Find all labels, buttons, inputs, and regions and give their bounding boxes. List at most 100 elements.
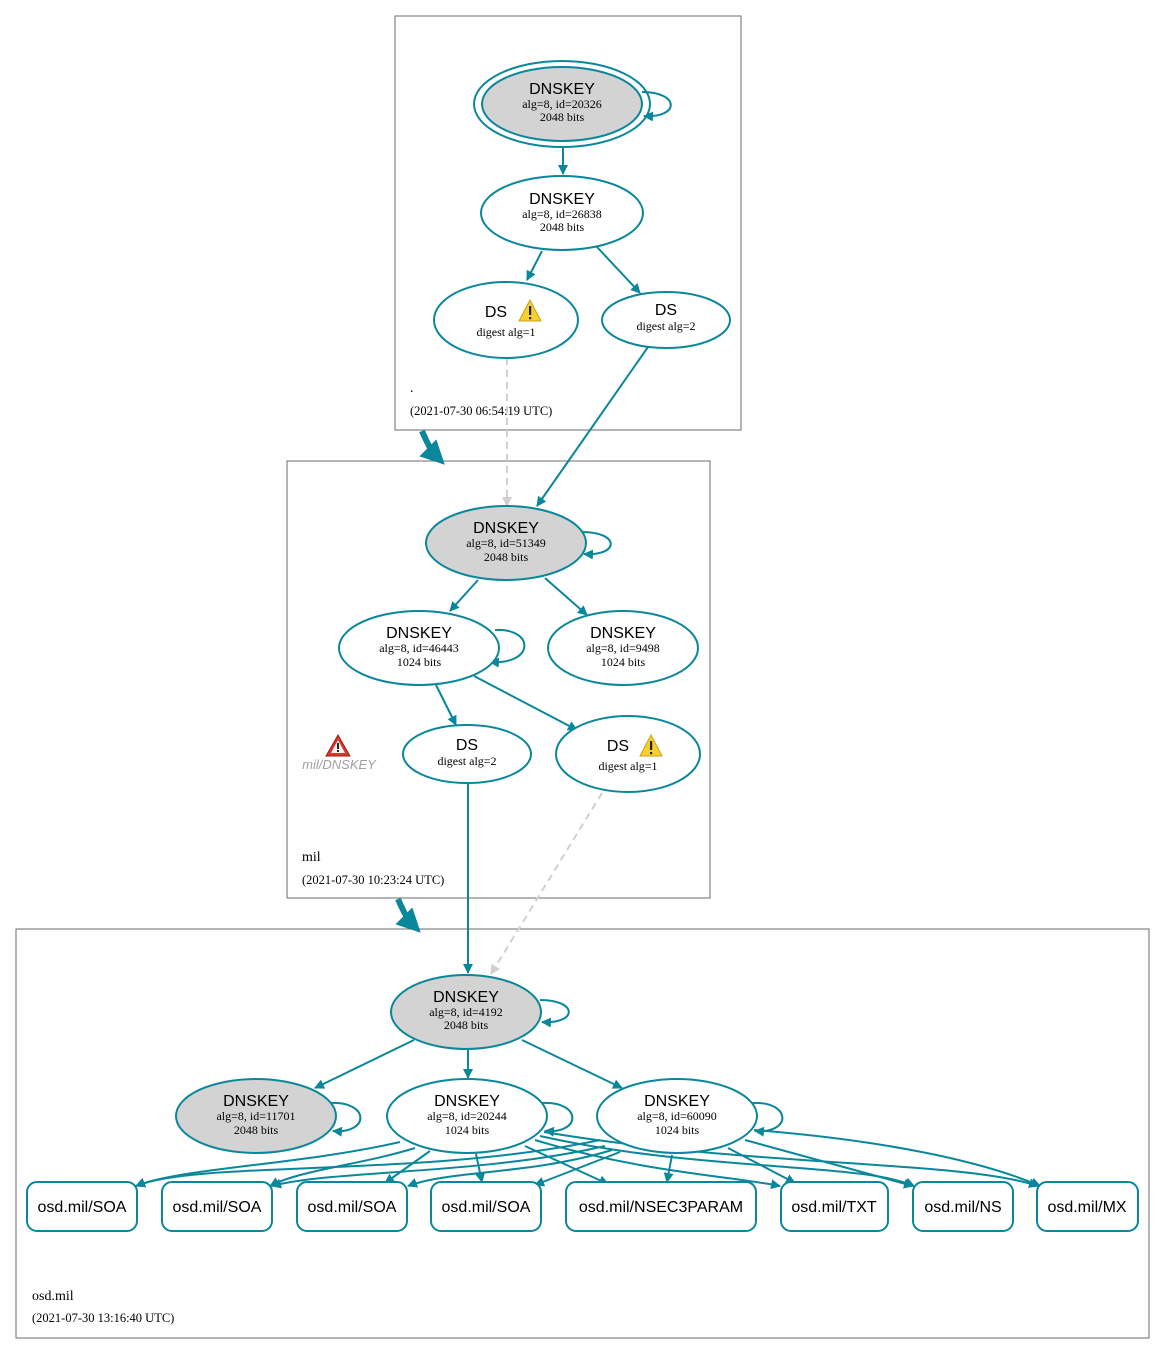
edge-mil-46443-to-ds1 [473, 675, 578, 731]
node-shape [386, 1078, 548, 1154]
rrset-soa-3[interactable]: osd.mil/SOA [296, 1181, 408, 1232]
node-line2: 2048 bits [484, 550, 529, 564]
rrset-label: osd.mil/MX [1047, 1199, 1126, 1216]
edge-60090-to-rr4 [534, 1151, 621, 1187]
node-title: DNSKEY [434, 1093, 500, 1110]
zone-mil-time: (2021-07-30 10:23:24 UTC) [302, 873, 444, 887]
edge-mil-ds1-to-osd-ksk [490, 792, 603, 975]
rrset-txt[interactable]: osd.mil/TXT [780, 1181, 889, 1232]
edge-mil-ksk-to-46443 [449, 579, 479, 612]
edge-60090-to-rr5 [663, 1154, 674, 1183]
warning-icon [518, 298, 542, 322]
node-line1: alg=8, id=4192 [429, 1005, 503, 1019]
rrset-label: osd.mil/NS [924, 1199, 1001, 1216]
node-shape [390, 974, 542, 1050]
rrset-soa-4[interactable]: osd.mil/SOA [430, 1181, 542, 1232]
node-root-ksk[interactable]: DNSKEY alg=8, id=20326 2048 bits [473, 60, 651, 148]
node-shape [555, 715, 701, 793]
node-line2: 2048 bits [234, 1123, 279, 1137]
zone-osd-box [15, 928, 1150, 1339]
node-line2: 2048 bits [540, 110, 585, 124]
rrset-mx[interactable]: osd.mil/MX [1036, 1181, 1139, 1232]
rrset-nsec3param[interactable]: osd.mil/NSEC3PARAM [565, 1181, 757, 1232]
node-line1: alg=8, id=26838 [522, 207, 602, 221]
node-line1: alg=8, id=20244 [427, 1109, 507, 1123]
rrset-box [26, 1181, 138, 1232]
node-line2: 1024 bits [655, 1123, 700, 1137]
node-line1: digest alg=1 [476, 325, 535, 339]
node-root-ds2[interactable]: DS digest alg=2 [601, 291, 731, 349]
rrset-label: osd.mil/SOA [38, 1199, 127, 1216]
zone-root: . (2021-07-30 06:54:19 UTC) [394, 15, 742, 431]
edge-20244-self [541, 1101, 574, 1137]
node-mil-dnskey-error[interactable]: mil/DNSKEY [302, 733, 377, 772]
rrset-box [296, 1181, 408, 1232]
rrset-label: osd.mil/TXT [791, 1199, 877, 1216]
zone-mil: mil (2021-07-30 10:23:24 UTC) [286, 460, 711, 899]
error-icon [325, 733, 351, 757]
rrset-box [430, 1181, 542, 1232]
node-osd-key-60090[interactable]: DNSKEY alg=8, id=60090 1024 bits [596, 1078, 758, 1154]
rrset-soa-1[interactable]: osd.mil/SOA [26, 1181, 138, 1232]
rrset-label: osd.mil/SOA [173, 1199, 262, 1216]
rrset-label: osd.mil/NSEC3PARAM [579, 1199, 743, 1216]
edge-20244-to-rr5 [524, 1145, 609, 1185]
zone-root-name: . [410, 381, 414, 396]
node-shape [175, 1078, 337, 1154]
rrset-ns[interactable]: osd.mil/NS [912, 1181, 1014, 1232]
node-title: DNSKEY [529, 191, 595, 208]
node-shape [425, 505, 587, 581]
node-line1: digest alg=1 [598, 759, 657, 773]
node-title: DNSKEY [386, 625, 452, 642]
rrset-soa-2[interactable]: osd.mil/SOA [161, 1181, 273, 1232]
node-root-ds1[interactable]: DS digest alg=1 [433, 281, 579, 359]
node-line1: alg=8, id=9498 [586, 641, 660, 655]
node-title: DS [456, 737, 478, 754]
edge-osd-ksk-to-11701 [314, 1039, 415, 1089]
node-mil-zsk-9498[interactable]: DNSKEY alg=8, id=9498 1024 bits [547, 610, 699, 686]
edge-osd-ksk-self [539, 999, 570, 1028]
edge-60090-to-rr2 [271, 1145, 606, 1189]
node-shape [402, 724, 532, 784]
node-title: DNSKEY [644, 1093, 710, 1110]
zone-mil-box [286, 460, 711, 899]
node-mil-ksk[interactable]: DNSKEY alg=8, id=51349 2048 bits [425, 505, 587, 581]
node-line1: digest alg=2 [636, 319, 695, 333]
rrset-box [912, 1181, 1014, 1232]
edge-mil-ksk-to-9498 [544, 577, 588, 616]
node-root-zsk[interactable]: DNSKEY alg=8, id=26838 2048 bits [480, 175, 644, 251]
edge-osd-ksk-to-60090 [521, 1039, 623, 1089]
edge-11701-self [329, 1101, 362, 1137]
node-osd-key-20244[interactable]: DNSKEY alg=8, id=20244 1024 bits [386, 1078, 548, 1154]
edge-60090-to-rr1 [135, 1139, 601, 1188]
node-shape [481, 66, 643, 142]
node-shape [596, 1078, 758, 1154]
node-mil-ds2[interactable]: DS digest alg=2 [402, 724, 532, 784]
node-osd-key-11701[interactable]: DNSKEY alg=8, id=11701 2048 bits [175, 1078, 337, 1154]
node-line1: alg=8, id=46443 [379, 641, 459, 655]
zone-mil-name: mil [302, 850, 321, 865]
rrset-label: osd.mil/SOA [308, 1199, 397, 1216]
node-mil-zsk-46443[interactable]: DNSKEY alg=8, id=46443 1024 bits [338, 610, 500, 686]
node-osd-ksk[interactable]: DNSKEY alg=8, id=4192 2048 bits [390, 974, 542, 1050]
node-line2: 2048 bits [444, 1018, 489, 1032]
rrset-box [565, 1181, 757, 1232]
error-label: mil/DNSKEY [302, 757, 377, 772]
zone-osd-time: (2021-07-30 13:16:40 UTC) [32, 1311, 174, 1325]
rrset-box [780, 1181, 889, 1232]
node-mil-ds1[interactable]: DS digest alg=1 [555, 715, 701, 793]
rrset-box [1036, 1181, 1139, 1232]
delegation-mil-to-osd [395, 897, 421, 933]
node-title: DNSKEY [433, 989, 499, 1006]
node-shape [601, 291, 731, 349]
node-line1: alg=8, id=51349 [466, 536, 546, 550]
edge-60090-to-rr6 [727, 1147, 796, 1184]
node-shape [338, 610, 500, 686]
zone-root-box [394, 15, 742, 431]
edge-60090-to-rr7 [744, 1139, 914, 1189]
edge-20244-to-rr3 [384, 1150, 431, 1184]
rrset-label: osd.mil/SOA [442, 1199, 531, 1216]
zone-osd: osd.mil (2021-07-30 13:16:40 UTC) [15, 928, 1150, 1339]
node-line1: digest alg=2 [437, 754, 496, 768]
edge-mil-46443-self [489, 628, 526, 668]
